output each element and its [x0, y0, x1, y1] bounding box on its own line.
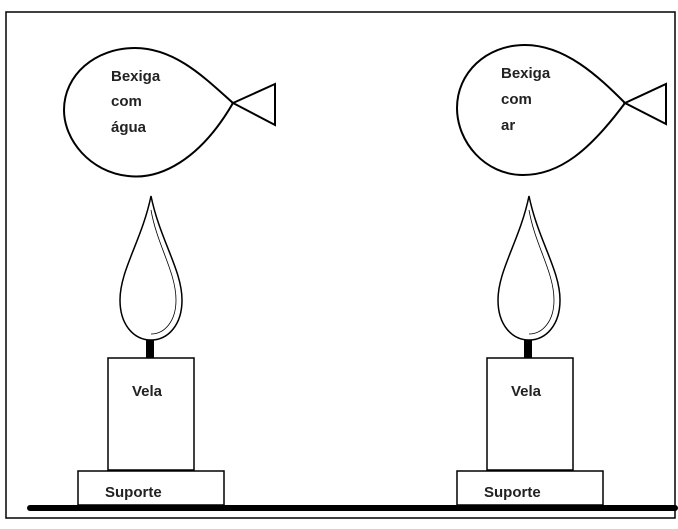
left-support [77, 470, 225, 506]
right-setup: Bexiga com ar Vela Suporte [455, 43, 667, 506]
left-balloon-knot [230, 82, 276, 127]
left-balloon-body [62, 46, 235, 178]
left-balloon: Bexiga com água [62, 46, 276, 178]
right-balloon: Bexiga com ar [455, 43, 667, 177]
left-balloon-label-line1: Bexiga [111, 68, 161, 85]
right-support-label: Suporte [484, 484, 541, 501]
left-candle-label: Vela [132, 383, 163, 400]
right-candle-label: Vela [511, 383, 542, 400]
right-balloon-body [455, 43, 627, 177]
left-candle [107, 357, 195, 471]
right-balloon-label-line1: Bexiga [501, 65, 551, 82]
left-wick [146, 340, 154, 359]
left-balloon-label-line2: com [111, 93, 142, 110]
left-setup: Bexiga com água Vela Suporte [62, 46, 276, 506]
right-wick [524, 340, 532, 359]
left-support-label: Suporte [105, 484, 162, 501]
right-balloon-knot [622, 82, 667, 126]
right-balloon-label-line2: com [501, 91, 532, 108]
right-balloon-label-line3: ar [501, 117, 515, 134]
right-flame-inner-line [528, 209, 555, 335]
left-flame-inner-line [150, 209, 177, 335]
right-support [456, 470, 604, 506]
left-balloon-label-line3: água [111, 119, 147, 136]
right-candle [486, 357, 574, 471]
